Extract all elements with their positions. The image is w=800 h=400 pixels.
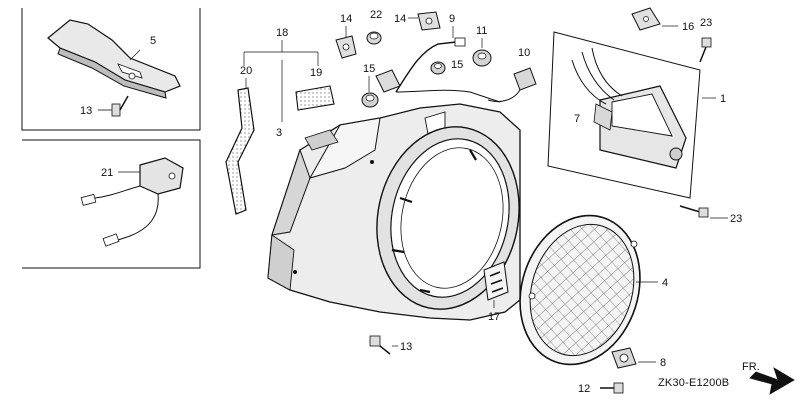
- callout-10: 10: [518, 47, 530, 59]
- callout-13-upper: 13: [80, 105, 92, 117]
- callout-22: 22: [370, 9, 382, 21]
- callout-15-left: 15: [363, 63, 375, 75]
- part-10-sensor: [487, 67, 537, 103]
- callout-3: 3: [276, 127, 282, 139]
- bracket-box-right: [547, 31, 701, 199]
- part-13-bolt-upper: [98, 95, 129, 117]
- part-5-shroud-plate: [47, 19, 181, 99]
- part-20-rubber-hose: [225, 87, 255, 215]
- callout-19: 19: [310, 67, 322, 79]
- callout-bracket-18: [243, 40, 319, 66]
- part-12-bolt: [600, 382, 624, 394]
- part-22-grommet: [366, 31, 382, 45]
- bracket-box-upper-left: 5 13: [21, 8, 201, 131]
- callout-5: 5: [150, 35, 156, 47]
- part-8-clamp: [611, 347, 637, 369]
- part-16-connector: [631, 7, 661, 31]
- part-11-grommet: [472, 49, 492, 67]
- direction-label: FR.: [742, 361, 760, 373]
- part-15-grommet-right: [430, 61, 446, 75]
- part-21-switch-assembly: [80, 157, 184, 247]
- part-17-label-plate: [483, 261, 509, 301]
- front-direction-arrow-icon: [749, 367, 795, 395]
- part-14-clip-left: [335, 35, 357, 59]
- part-4-fan-screen: [519, 214, 641, 366]
- callout-14-right: 14: [394, 13, 406, 25]
- callout-11: 11: [476, 25, 487, 37]
- callout-1: 1: [720, 93, 726, 105]
- callout-9: 9: [449, 13, 455, 25]
- part-19-seal-strip: [295, 85, 335, 111]
- callout-14-left: 14: [340, 13, 352, 25]
- callout-20: 20: [240, 65, 252, 77]
- part-15-grommet-left: [361, 92, 379, 108]
- part-14-clip-right: [417, 11, 441, 31]
- part-23-bolt-lower: [679, 205, 709, 218]
- part-1-control-box: [571, 47, 687, 169]
- callout-15-right: 15: [451, 59, 463, 71]
- part-2-clamp: [375, 69, 401, 93]
- callout-21: 21: [101, 167, 113, 179]
- callout-12: 12: [578, 383, 590, 395]
- callout-18: 18: [276, 27, 288, 39]
- diagram-code: ZK30-E1200B: [658, 377, 729, 389]
- callout-16: 16: [682, 21, 694, 33]
- part-9-harness: [395, 37, 501, 103]
- part-13-bolt-lower: [369, 335, 391, 355]
- callout-7: 7: [574, 113, 580, 125]
- callout-4: 4: [662, 277, 668, 289]
- callout-17: 17: [488, 311, 500, 323]
- bracket-box-left: 21: [22, 139, 201, 269]
- callout-23-upper: 23: [700, 17, 712, 29]
- part-23-bolt-upper: [699, 37, 712, 63]
- callout-8: 8: [660, 357, 666, 369]
- callout-13-lower: 13: [400, 341, 412, 353]
- callout-23-lower: 23: [730, 213, 742, 225]
- part-3-fan-shroud: [267, 103, 521, 321]
